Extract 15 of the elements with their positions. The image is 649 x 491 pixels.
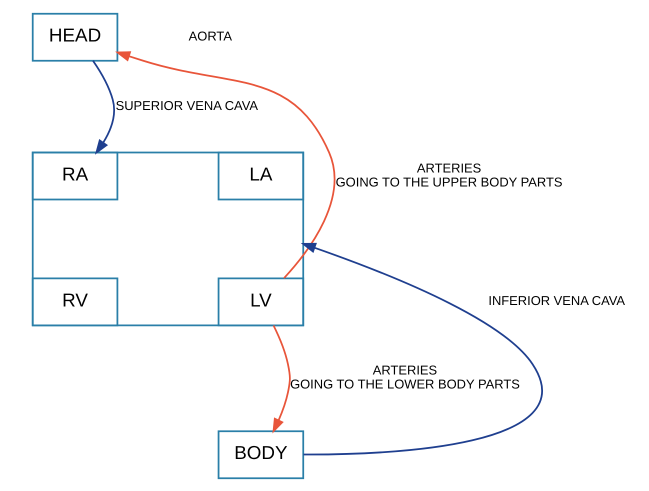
- node-box: BODY: [217, 430, 304, 479]
- arrow: [92, 60, 114, 154]
- node-box: LA: [217, 151, 304, 200]
- edge-label: SUPERIOR VENA CAVA: [115, 97, 258, 112]
- arrow: [272, 324, 290, 434]
- node-box: LV: [217, 276, 304, 326]
- node-box: RA: [31, 151, 118, 200]
- arrow: [300, 242, 542, 455]
- node-box: RV: [31, 276, 118, 326]
- label: AORTA: [188, 28, 232, 44]
- edge-label: ARTERIES GOING TO THE UPPER BODY PARTS: [335, 160, 562, 189]
- edge-label: ARTERIES GOING TO THE LOWER BODY PARTS: [290, 362, 520, 392]
- node-box: HEAD: [31, 12, 118, 62]
- arrow: [114, 50, 335, 278]
- edge-label: INFERIOR VENA CAVA: [488, 292, 625, 308]
